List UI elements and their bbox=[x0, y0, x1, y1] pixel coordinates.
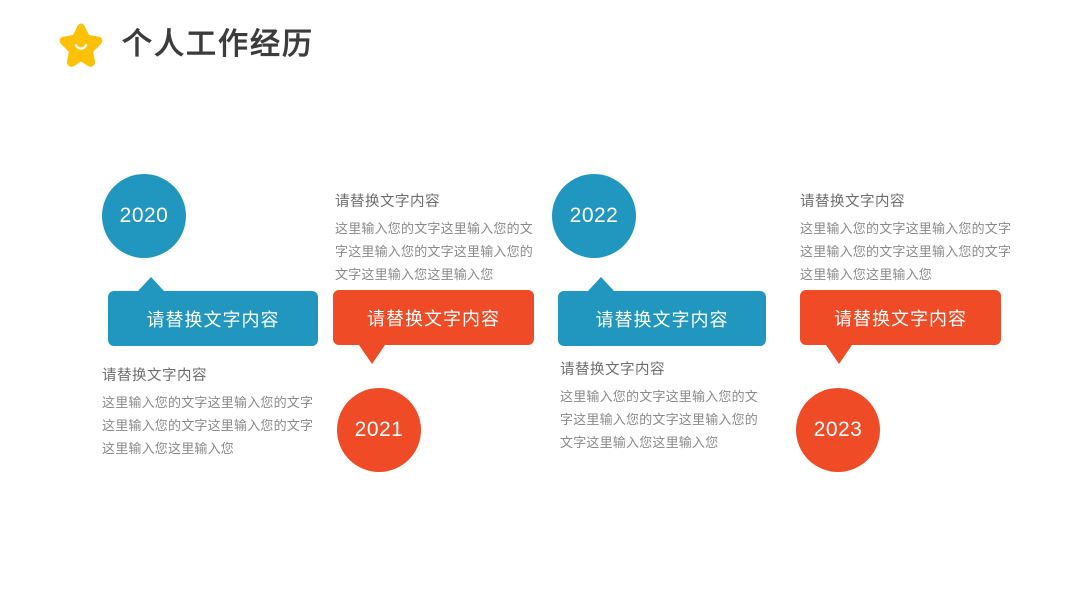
text-block-2020: 请替换文字内容 这里输入您的文字这里输入您的文字这里输入您的文字这里输入您的文字… bbox=[102, 364, 326, 460]
text-block-body: 这里输入您的文字这里输入您的文字这里输入您的文字这里输入您的文字这里输入您这里输… bbox=[335, 221, 534, 282]
bubble-label: 请替换文字内容 bbox=[834, 308, 967, 329]
year-circle-2020[interactable]: 2020 bbox=[102, 174, 186, 258]
timeline-segment-2022: 2022 请替换文字内容 请替换文字内容 这里输入您的文字这里输入您的文字这里输… bbox=[550, 0, 800, 608]
year-label: 2021 bbox=[354, 418, 404, 441]
timeline-segment-2021: 请替换文字内容 这里输入您的文字这里输入您的文字这里输入您的文字这里输入您的文字… bbox=[325, 0, 575, 608]
timeline-segment-2020: 2020 请替换文字内容 请替换文字内容 这里输入您的文字这里输入您的文字这里输… bbox=[96, 0, 346, 608]
bubble-label: 请替换文字内容 bbox=[595, 309, 729, 330]
bubble-tail-icon bbox=[138, 277, 164, 291]
text-block-2021: 请替换文字内容 这里输入您的文字这里输入您的文字这里输入您的文字这里输入您的文字… bbox=[335, 190, 543, 286]
bubble-2023[interactable]: 请替换文字内容 bbox=[800, 290, 1001, 364]
star-smile-icon bbox=[56, 20, 106, 70]
bubble-tail-icon bbox=[359, 345, 385, 364]
year-label: 2022 bbox=[569, 204, 619, 227]
text-block-2023: 请替换文字内容 这里输入您的文字这里输入您的文字这里输入您的文字这里输入您的文字… bbox=[800, 190, 1016, 286]
text-block-title: 请替换文字内容 bbox=[335, 194, 440, 210]
timeline-segment-2023: 请替换文字内容 这里输入您的文字这里输入您的文字这里输入您的文字这里输入您的文字… bbox=[784, 0, 1034, 608]
text-block-body: 这里输入您的文字这里输入您的文字这里输入您的文字这里输入您的文字这里输入您这里输… bbox=[102, 395, 314, 456]
page-title: 个人工作经历 bbox=[122, 28, 314, 61]
bubble-tail-icon bbox=[826, 345, 852, 364]
text-block-body: 这里输入您的文字这里输入您的文字这里输入您的文字这里输入您的文字这里输入您这里输… bbox=[560, 389, 759, 450]
bubble-tail-icon bbox=[588, 277, 614, 291]
bubble-label: 请替换文字内容 bbox=[146, 309, 280, 330]
year-circle-2022[interactable]: 2022 bbox=[552, 174, 636, 258]
year-circle-2021[interactable]: 2021 bbox=[337, 388, 421, 472]
bubble-2021[interactable]: 请替换文字内容 bbox=[333, 290, 534, 364]
bubble-2020[interactable]: 请替换文字内容 bbox=[108, 277, 318, 346]
page-header: 个人工作经历 bbox=[56, 20, 314, 70]
text-block-title: 请替换文字内容 bbox=[800, 194, 905, 210]
text-block-title: 请替换文字内容 bbox=[560, 362, 665, 378]
text-block-body: 这里输入您的文字这里输入您的文字这里输入您的文字这里输入您的文字这里输入您这里输… bbox=[800, 221, 1012, 282]
year-circle-2023[interactable]: 2023 bbox=[796, 388, 880, 472]
year-label: 2020 bbox=[119, 204, 169, 227]
year-label: 2023 bbox=[813, 418, 863, 441]
bubble-label: 请替换文字内容 bbox=[367, 308, 500, 329]
bubble-2022[interactable]: 请替换文字内容 bbox=[558, 277, 766, 346]
text-block-2022: 请替换文字内容 这里输入您的文字这里输入您的文字这里输入您的文字这里输入您的文字… bbox=[560, 358, 770, 454]
text-block-title: 请替换文字内容 bbox=[102, 368, 207, 384]
